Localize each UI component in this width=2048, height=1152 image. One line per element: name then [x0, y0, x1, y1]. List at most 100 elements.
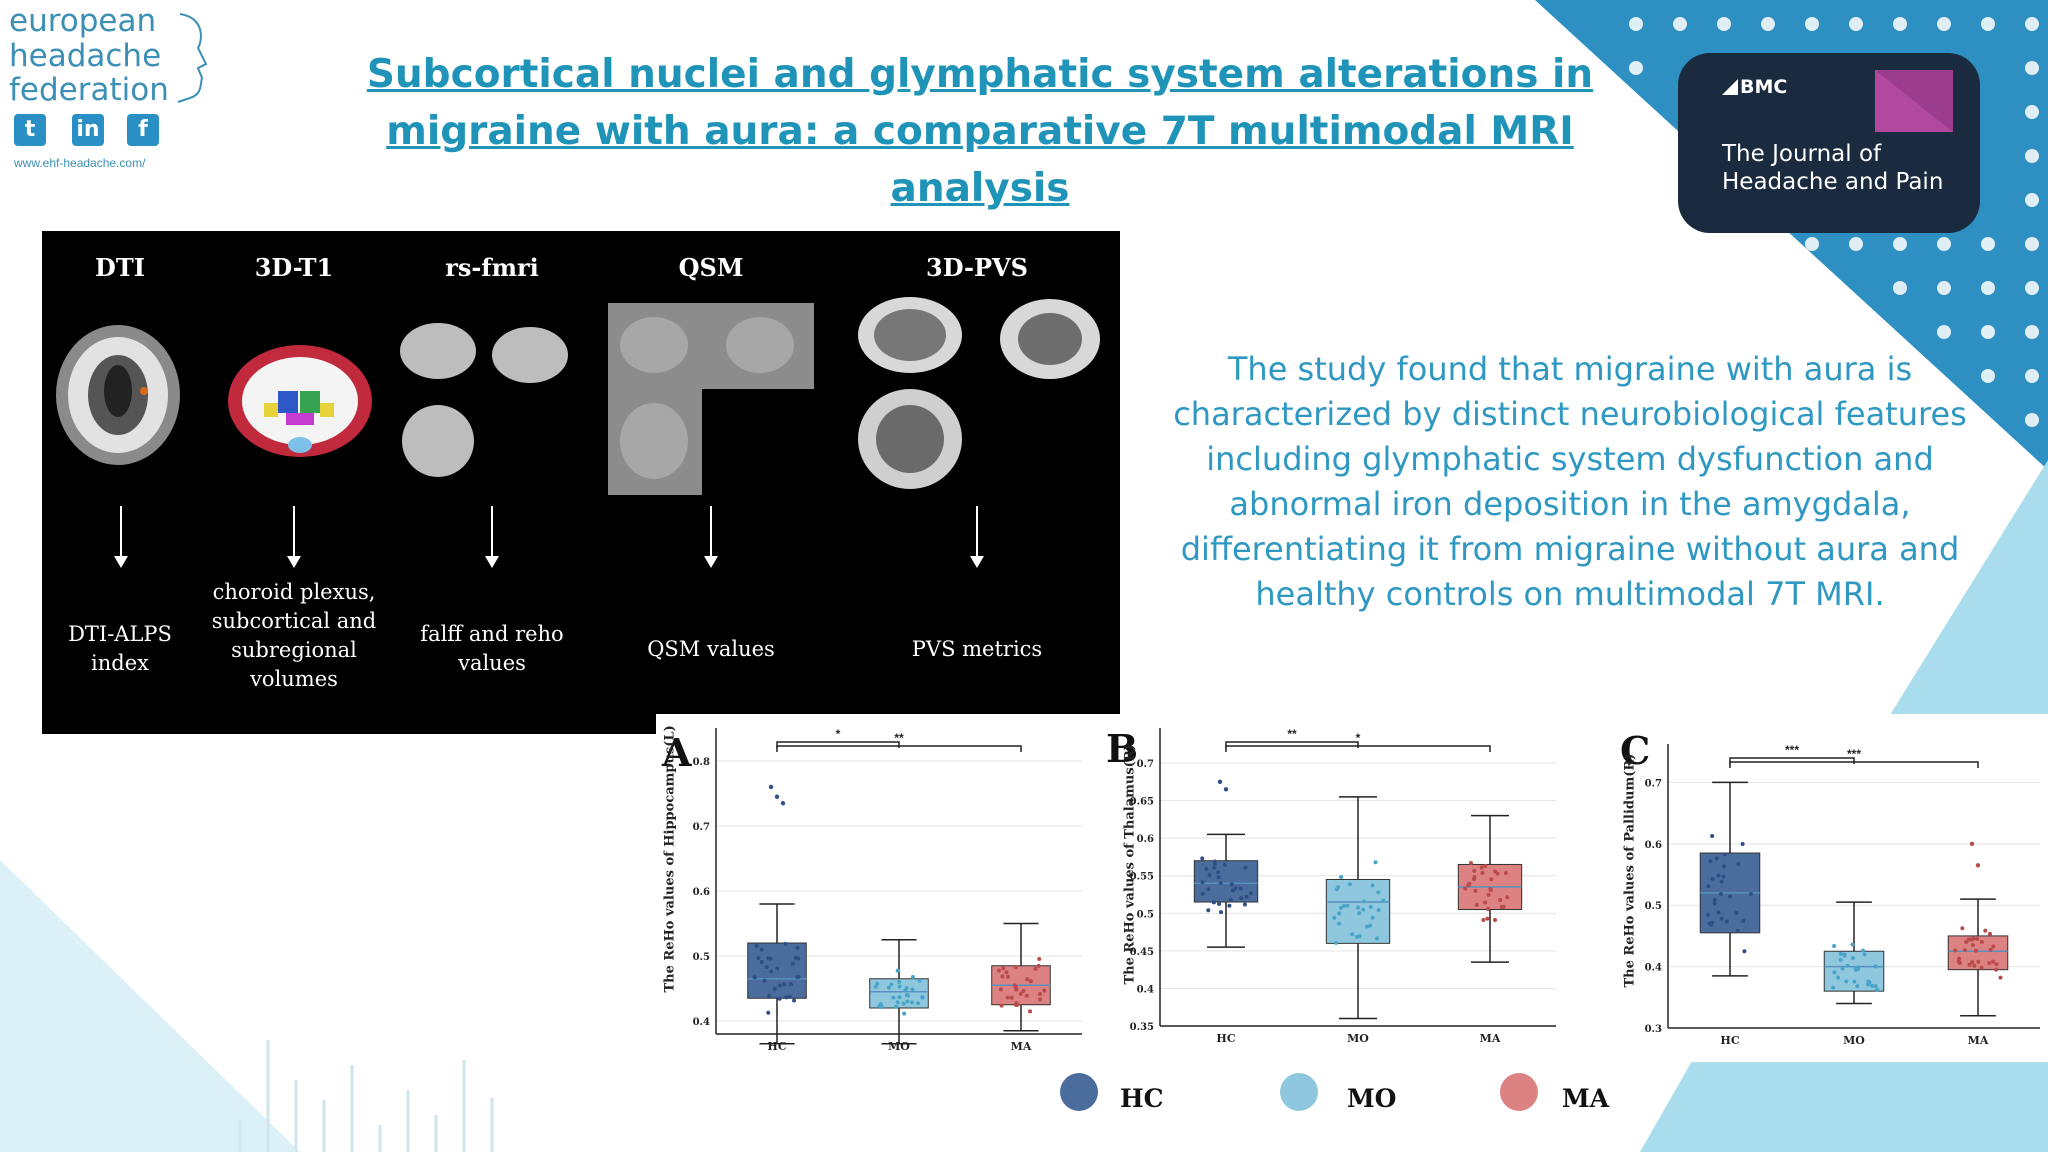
data-point	[783, 941, 788, 946]
decor-dot	[2025, 61, 2039, 75]
decor-dot	[1629, 61, 1643, 75]
y-tick-label: 0.6	[1137, 834, 1154, 845]
decor-dot	[1937, 325, 1951, 339]
box-hc	[747, 942, 807, 999]
data-point	[1211, 900, 1216, 905]
data-point	[1866, 979, 1871, 984]
data-point	[1361, 899, 1366, 904]
output-line: falff and reho	[420, 622, 564, 646]
article-title-link[interactable]: Subcortical nuclei and glymphatic system…	[366, 52, 1594, 211]
data-point	[1037, 957, 1042, 962]
output-volumes: choroid plexus, subcortical and subregio…	[204, 578, 384, 694]
twitter-icon[interactable]: t	[14, 114, 46, 146]
output-falff-reho: falff and reho values	[402, 620, 582, 678]
data-point	[910, 1000, 915, 1005]
data-point	[1994, 962, 1999, 967]
output-line: choroid plexus,	[212, 580, 376, 604]
data-point	[879, 1005, 884, 1010]
significance-label: *	[1356, 731, 1361, 745]
data-point	[1473, 888, 1478, 893]
data-point	[889, 982, 894, 987]
data-point	[1838, 951, 1843, 956]
data-point	[1748, 892, 1753, 897]
data-point	[1242, 902, 1247, 907]
output-line: QSM values	[647, 637, 775, 661]
decor-dot	[1893, 281, 1907, 295]
y-axis-label-a: The ReHo values of Hippocampus(L)	[662, 725, 678, 993]
output-pvs-metrics: PVS metrics	[887, 635, 1067, 664]
output-line: subcortical and	[211, 609, 377, 633]
flow-arrow	[114, 506, 128, 568]
facebook-icon[interactable]: f	[127, 114, 159, 146]
data-point	[1368, 904, 1373, 909]
data-point	[1967, 962, 1972, 967]
data-point	[769, 969, 774, 974]
data-point	[1332, 915, 1337, 920]
data-point	[906, 993, 911, 998]
journal-cover-icon	[1875, 70, 1953, 132]
legend-label-ma: MA	[1562, 1084, 1610, 1113]
y-tick-label: 0.5	[693, 952, 710, 963]
data-point	[1216, 875, 1221, 880]
data-point	[905, 999, 910, 1004]
data-point	[1836, 975, 1841, 980]
t1-segmentation-image	[228, 345, 372, 457]
data-point	[1361, 907, 1366, 912]
site-url-link[interactable]: www.ehf-headache.com/	[14, 156, 146, 170]
data-point	[1987, 931, 1992, 936]
data-point	[1483, 900, 1488, 905]
data-point	[752, 975, 757, 980]
legend-label-hc: HC	[1120, 1084, 1164, 1113]
data-point	[1493, 917, 1498, 922]
data-point	[1001, 966, 1006, 971]
data-point	[1970, 960, 1975, 965]
data-point	[1004, 970, 1009, 975]
flow-arrow	[704, 506, 718, 568]
output-line: values	[458, 651, 526, 675]
data-point	[1736, 861, 1741, 866]
data-point	[1716, 910, 1721, 915]
data-point	[1831, 985, 1836, 990]
data-point	[1037, 992, 1042, 997]
data-point	[1710, 876, 1715, 881]
data-point	[1350, 932, 1355, 937]
data-point	[1979, 939, 1984, 944]
pvs-images	[858, 297, 1100, 489]
data-point	[789, 982, 794, 987]
data-point	[1474, 903, 1479, 908]
y-axis-label-c: The ReHo values of Pallidum(R)	[1622, 753, 1638, 988]
data-point	[756, 955, 761, 960]
data-point	[1334, 940, 1339, 945]
data-point	[1975, 936, 1980, 941]
significance-bracket	[1225, 745, 1491, 752]
data-point	[999, 1003, 1004, 1008]
decor-dot	[2025, 237, 2039, 251]
decor-dot	[1937, 281, 1951, 295]
y-tick-label: 0.6	[693, 887, 710, 898]
data-point	[1375, 936, 1380, 941]
data-point	[875, 981, 880, 986]
significance-bracket	[1729, 761, 1979, 768]
data-point	[1957, 956, 1962, 961]
y-tick-label: 0.35	[1130, 1022, 1154, 1033]
y-tick-label: 0.7	[693, 822, 710, 833]
head-profile-icon	[177, 13, 208, 103]
data-point	[1970, 943, 1975, 948]
significance-label: *	[836, 727, 841, 741]
data-point	[1206, 908, 1211, 913]
data-point	[910, 975, 915, 980]
data-point	[759, 947, 764, 952]
flow-arrow	[970, 506, 984, 568]
linkedin-icon[interactable]: in	[72, 114, 104, 146]
data-point	[1953, 948, 1958, 953]
data-point	[1852, 979, 1857, 984]
data-point	[1991, 944, 1996, 949]
data-point	[1370, 883, 1375, 888]
outlier-point	[1223, 787, 1229, 792]
data-point	[775, 966, 780, 971]
data-point	[1832, 970, 1837, 975]
data-point	[1722, 864, 1727, 869]
decor-dot	[1893, 17, 1907, 31]
study-summary: The study found that migraine with aura …	[1173, 350, 1967, 613]
data-point	[893, 1004, 898, 1009]
